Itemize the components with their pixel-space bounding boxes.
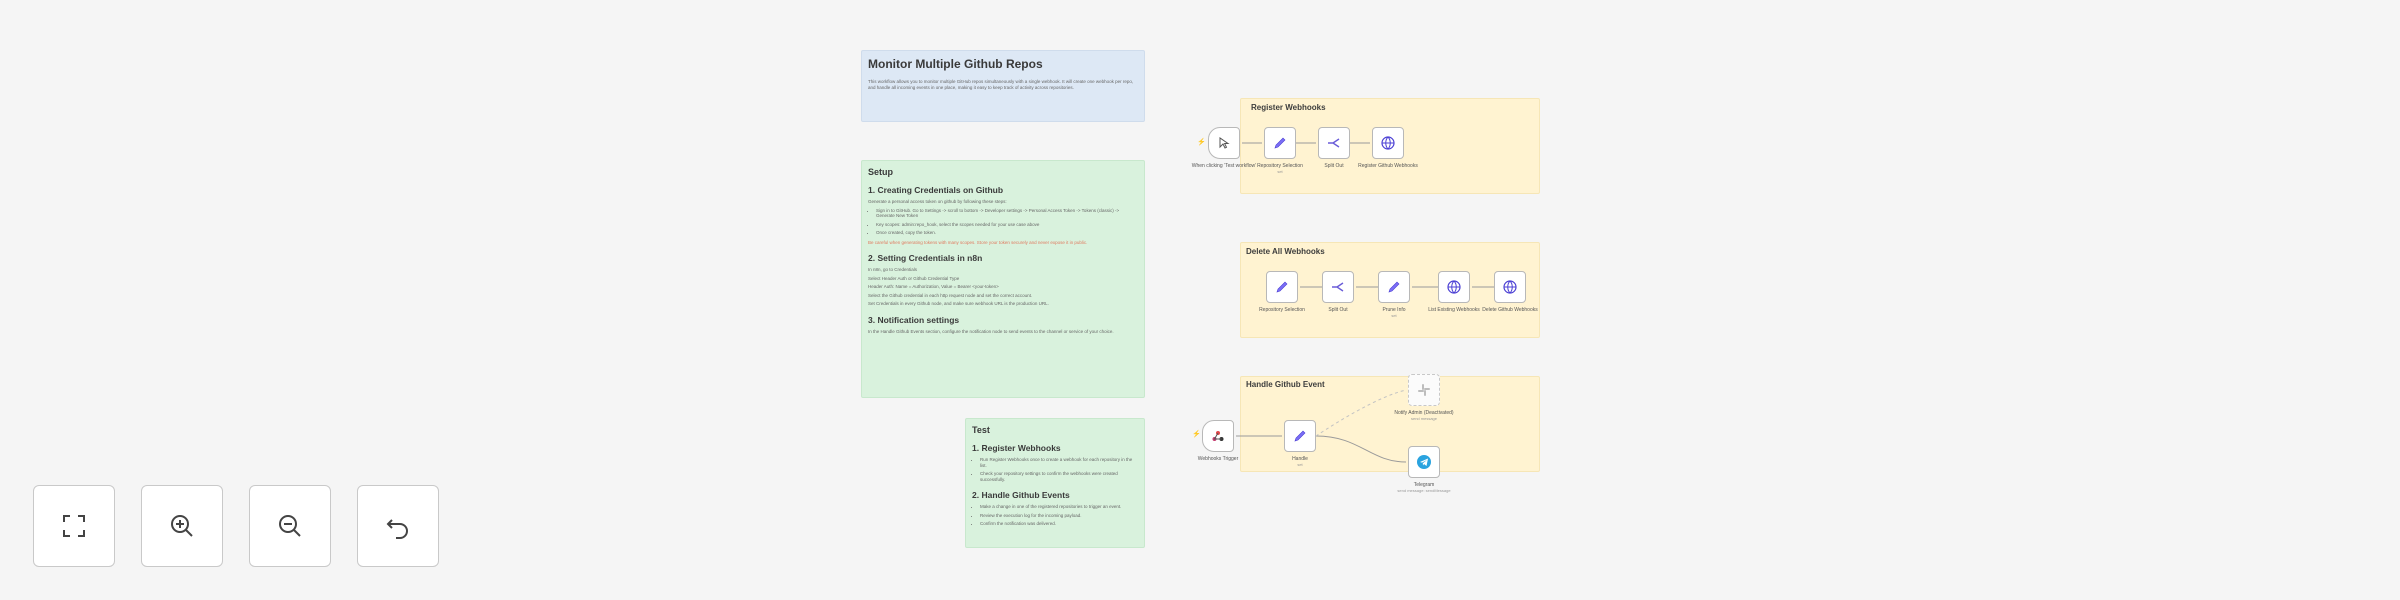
- node-subtitle: send message: [1410, 416, 1437, 421]
- register-github-webhooks-label: Register Github Webhooks: [1358, 163, 1418, 169]
- node-title: Handle: [1292, 456, 1308, 462]
- test-title: Test: [972, 425, 990, 435]
- test-sticky-note[interactable]: Test 1. Register Webhooks Run Register W…: [965, 418, 1145, 548]
- split-icon: [1328, 138, 1340, 148]
- webhooks-trigger-node[interactable]: [1202, 420, 1234, 452]
- setup-step1-item: Sign in to GitHub. Go to Settings -> scr…: [876, 208, 1138, 219]
- handle-event-title: Handle Github Event: [1246, 380, 1325, 389]
- globe-icon: [1447, 280, 1461, 294]
- node-title: Notify Admin (Deactivated): [1394, 410, 1454, 416]
- setup-step3-body: In the Handle Github Events section, con…: [868, 328, 1114, 334]
- intro-body: This workflow allows you to monitor mult…: [868, 79, 1134, 90]
- fit-view-icon: [63, 515, 85, 537]
- node-title: Prune Info: [1382, 307, 1406, 313]
- slack-icon: [1418, 384, 1430, 396]
- node-subtitle: send message: sendMessage: [1397, 488, 1451, 493]
- zoom-in-button[interactable]: [141, 485, 223, 567]
- setup-step2-line: Select Header Auth or Github Credential …: [868, 275, 960, 281]
- setup-step3-title: 3. Notification settings: [868, 314, 960, 325]
- test-step1-item: Check your repository settings to confir…: [980, 471, 1138, 482]
- test-step2-item: Make a change in one of the registered r…: [980, 504, 1138, 510]
- split-out-label: Split Out: [1324, 163, 1344, 169]
- node-subtitle: set: [1391, 313, 1397, 318]
- manual-trigger-node[interactable]: [1208, 127, 1240, 159]
- undo-icon: [386, 519, 408, 539]
- cursor-click-icon: [1219, 137, 1230, 149]
- reset-zoom-button[interactable]: [357, 485, 439, 567]
- delete-github-webhooks-label: Delete Github Webhooks: [1482, 307, 1538, 313]
- setup-step2-line: Header Auth: Name = Authorization, Value…: [868, 284, 999, 289]
- repository-selection-label: Repository Selection set: [1245, 163, 1315, 175]
- notify-admin-node[interactable]: [1408, 374, 1440, 406]
- telegram-icon: [1417, 455, 1431, 469]
- pencil-icon: [1276, 281, 1288, 293]
- pencil-icon: [1294, 430, 1306, 442]
- setup-step1-warning: Be careful when generating tokens with m…: [868, 239, 1088, 245]
- split-out-node[interactable]: [1318, 127, 1350, 159]
- delete-split-out-node[interactable]: [1322, 271, 1354, 303]
- setup-step2-line: In n8n, go to Credentials: [868, 267, 918, 272]
- webhook-icon: [1212, 431, 1224, 441]
- telegram-label: Telegram send message: sendMessage: [1389, 482, 1459, 494]
- node-subtitle: set: [1297, 462, 1303, 467]
- node-subtitle: set: [1277, 169, 1283, 174]
- node-title: Telegram: [1413, 482, 1435, 488]
- pencil-icon: [1274, 137, 1286, 149]
- delete-repository-selection-node[interactable]: [1266, 271, 1298, 303]
- delete-webhooks-title: Delete All Webhooks: [1246, 247, 1325, 256]
- zoom-out-button[interactable]: [249, 485, 331, 567]
- manual-trigger-label: When clicking ‘Test workflow’: [1191, 163, 1257, 169]
- test-step2-item: Confirm the notification was delivered.: [980, 521, 1138, 527]
- setup-step2-title: 2. Setting Credentials in n8n: [868, 253, 983, 263]
- handle-label: Handle set: [1265, 456, 1335, 468]
- setup-step1-item: Once created, copy the token.: [876, 230, 1138, 236]
- setup-title: Setup: [868, 167, 894, 177]
- pencil-icon: [1388, 281, 1400, 293]
- webhooks-trigger-label: Webhooks Trigger: [1197, 456, 1239, 462]
- trigger-bolt-icon: ⚡: [1197, 139, 1206, 146]
- test-step1-item: Run Register Webhooks once to create a w…: [980, 457, 1138, 468]
- test-step1-title: 1. Register Webhooks: [972, 443, 1061, 453]
- globe-icon: [1381, 136, 1395, 150]
- list-existing-webhooks-node[interactable]: [1438, 271, 1470, 303]
- setup-step1-title: 1. Creating Credentials on Github: [868, 185, 1004, 195]
- fit-view-button[interactable]: [33, 485, 115, 567]
- handle-node[interactable]: [1284, 420, 1316, 452]
- repository-selection-node[interactable]: [1264, 127, 1296, 159]
- register-webhooks-title: Register Webhooks: [1251, 103, 1326, 112]
- notify-admin-label: Notify Admin (Deactivated) send message: [1389, 410, 1459, 422]
- globe-icon: [1503, 280, 1517, 294]
- setup-step2-line: Select the Github credential in each htt…: [868, 292, 1033, 298]
- test-step2-item: Review the execution log for the incomin…: [980, 513, 1138, 519]
- intro-sticky-note[interactable]: Monitor Multiple Github Repos This workf…: [861, 50, 1145, 122]
- register-github-webhooks-node[interactable]: [1372, 127, 1404, 159]
- test-step2-title: 2. Handle Github Events: [972, 490, 1070, 500]
- setup-step1-item: Key scopes: admin:repo_hook, select the …: [876, 222, 1138, 228]
- telegram-node[interactable]: [1408, 446, 1440, 478]
- node-title: Repository Selection: [1257, 163, 1303, 169]
- split-icon: [1332, 282, 1344, 292]
- delete-github-webhooks-node[interactable]: [1494, 271, 1526, 303]
- prune-info-node[interactable]: [1378, 271, 1410, 303]
- intro-title: Monitor Multiple Github Repos: [868, 57, 1043, 71]
- setup-step2-line: Set Credentials in every Github node, an…: [868, 301, 1049, 306]
- setup-step1-lead: Generate a personal access token on gith…: [868, 199, 1007, 204]
- zoom-in-icon: [171, 515, 193, 537]
- list-existing-webhooks-label: List Existing Webhooks: [1428, 307, 1480, 313]
- setup-sticky-note[interactable]: Setup 1. Creating Credentials on Github …: [861, 160, 1145, 398]
- delete-split-out-label: Split Out: [1328, 307, 1348, 313]
- trigger-bolt-icon: ⚡: [1192, 431, 1201, 438]
- prune-info-label: Prune Info set: [1359, 307, 1429, 319]
- zoom-out-icon: [279, 515, 301, 537]
- delete-repository-selection-label: Repository Selection: [1259, 307, 1305, 313]
